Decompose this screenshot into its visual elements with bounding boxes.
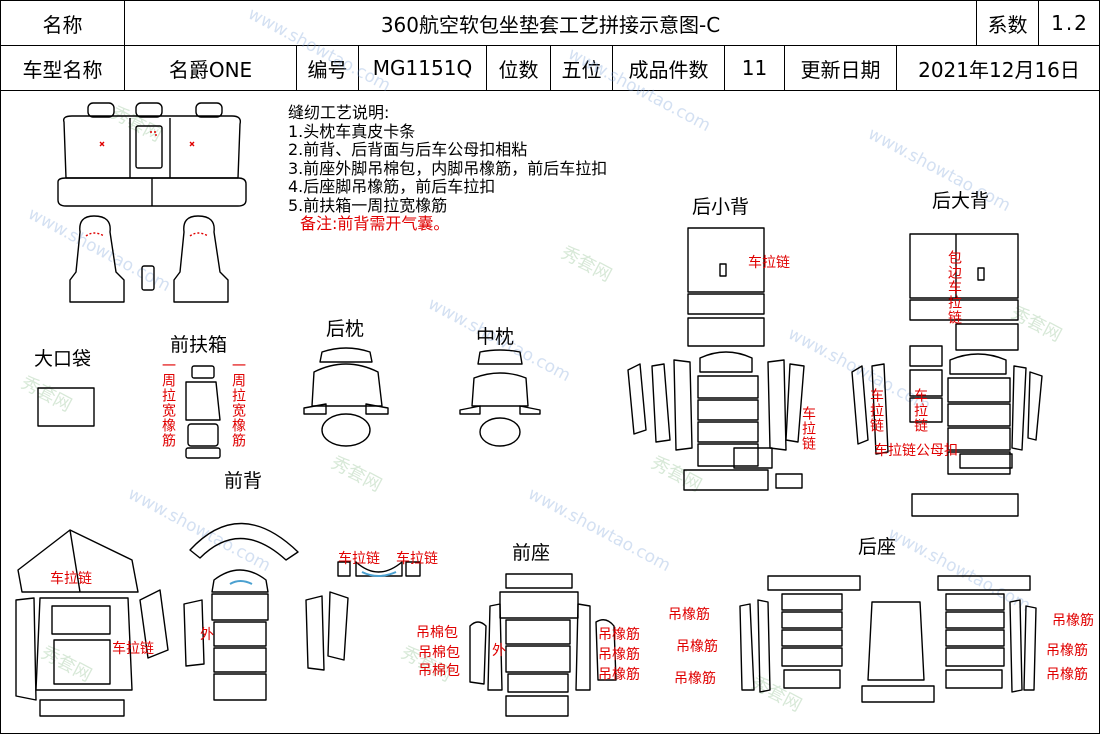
- annotation-armrest-elastic-right: 一周拉宽橡筋: [230, 358, 246, 448]
- overview-rear-bench: [57, 102, 247, 207]
- name-label: 名称: [1, 1, 125, 45]
- header-row-1: 名称 360航空软包坐垫套工艺拼接示意图-C 系数 1.2: [1, 1, 1100, 46]
- model-value: 名爵ONE: [125, 46, 297, 90]
- header-row-2: 车型名称 名爵ONE 编号 MG1151Q 位数 五位 成品件数 11 更新日期…: [1, 46, 1100, 91]
- annotation-front-seat-elastic-2: 吊橡筋: [598, 647, 640, 663]
- coefficient-label: 系数: [977, 1, 1039, 45]
- code-value: MG1151Q: [359, 46, 487, 90]
- annotation-rear-seat-elastic-6: 吊橡筋: [1046, 667, 1088, 683]
- annotation-big-back-snap-right: 车拉链: [912, 388, 928, 433]
- front-armrest-pieces: [185, 365, 221, 459]
- overview-front-seats: [69, 215, 229, 303]
- annotation-front-back-top-zipper: 车拉链: [50, 571, 92, 587]
- sewing-notes: 缝纫工艺说明: 1.头枕车真皮卡条 2.前背、后背面与后车公母扣相粘 3.前座外…: [288, 103, 608, 234]
- note-item-3: 3.前座外脚吊棉包，内脚吊橡筋，前后车拉扣: [288, 158, 608, 178]
- label-mid-pillow: 中枕: [476, 326, 515, 348]
- annotation-rear-seat-elastic-4: 吊橡筋: [1052, 613, 1094, 629]
- label-front-seat: 前座: [512, 542, 551, 564]
- rear-small-back-pieces: [627, 227, 805, 491]
- annotation-front-seat-cotton-3: 吊棉包: [418, 663, 460, 679]
- annotation-rear-seat-elastic-2: 吊橡筋: [676, 639, 718, 655]
- seats-label: 位数: [487, 46, 551, 90]
- code-label: 编号: [297, 46, 359, 90]
- annotation-big-back-snap: 车拉链公母扣: [874, 443, 958, 459]
- label-rear-small-back: 后小背: [692, 196, 750, 218]
- note-item-2: 2.前背、后背面与后车公母扣相粘: [288, 140, 528, 159]
- annotation-front-seat-cotton-2: 吊棉包: [418, 645, 460, 661]
- updated-label: 更新日期: [785, 46, 897, 90]
- annotation-front-seat-outer: 外: [492, 643, 506, 659]
- rear-seat-pieces: [739, 575, 1037, 703]
- notes-heading: 缝纫工艺说明:: [288, 103, 390, 122]
- label-front-armrest: 前扶箱: [170, 334, 228, 356]
- front-seat-pieces: [469, 573, 617, 717]
- annotation-strip-zipper-left: 车拉链: [338, 551, 380, 567]
- rear-big-back-pieces: [851, 233, 1043, 517]
- rear-pillow-pieces: [303, 347, 389, 447]
- label-big-pocket: 大口袋: [34, 348, 92, 370]
- seats-value: 五位: [551, 46, 613, 90]
- annotation-strip-zipper-right: 车拉链: [396, 551, 438, 567]
- annotation-small-back-side-zipper: 车拉链: [800, 406, 816, 451]
- annotation-small-back-zipper: 车拉链: [748, 255, 790, 271]
- annotation-big-back-snap-left: 车拉链: [868, 388, 884, 433]
- annotation-front-seat-elastic-3: 吊橡筋: [598, 667, 640, 683]
- annotation-rear-seat-elastic-1: 吊橡筋: [668, 607, 710, 623]
- annotation-front-back-outer: 外: [200, 627, 214, 643]
- label-front-back: 前背: [224, 470, 263, 492]
- coefficient-value: 1.2: [1051, 11, 1089, 35]
- annotation-rear-seat-elastic-3: 吊橡筋: [674, 671, 716, 687]
- label-rear-seat: 后座: [858, 536, 897, 558]
- annotation-armrest-elastic-left: 一周拉宽橡筋: [160, 358, 176, 448]
- note-item-4: 4.后座脚吊橡筋，前后车拉扣: [288, 177, 496, 196]
- diagram-title: 360航空软包坐垫套工艺拼接示意图-C: [125, 1, 977, 45]
- note-item-5: 5.前扶箱一周拉宽橡筋: [288, 195, 448, 215]
- label-rear-big-back: 后大背: [932, 190, 990, 212]
- pieces-value: 11: [725, 46, 785, 90]
- label-rear-pillow: 后枕: [326, 318, 365, 340]
- annotation-big-back-edge-zipper: 包边车拉链: [946, 250, 962, 325]
- model-label: 车型名称: [1, 46, 125, 90]
- annotation-front-back-side-zipper: 车拉链: [112, 641, 154, 657]
- pieces-label: 成品件数: [613, 46, 725, 90]
- updated-value: 2021年12月16日: [918, 57, 1080, 82]
- mid-pillow-pieces: [459, 349, 541, 447]
- big-pocket-piece: [37, 387, 95, 427]
- front-back-pieces: [15, 522, 349, 717]
- annotation-front-seat-elastic-1: 吊橡筋: [598, 627, 640, 643]
- note-item-1: 1.头枕车真皮卡条: [288, 121, 416, 141]
- zipper-strip-pieces: [337, 561, 421, 577]
- annotation-rear-seat-elastic-5: 吊橡筋: [1046, 643, 1088, 659]
- notes-remark: 备注:前背需开气囊。: [300, 214, 450, 233]
- annotation-front-seat-cotton-1: 吊棉包: [416, 625, 458, 641]
